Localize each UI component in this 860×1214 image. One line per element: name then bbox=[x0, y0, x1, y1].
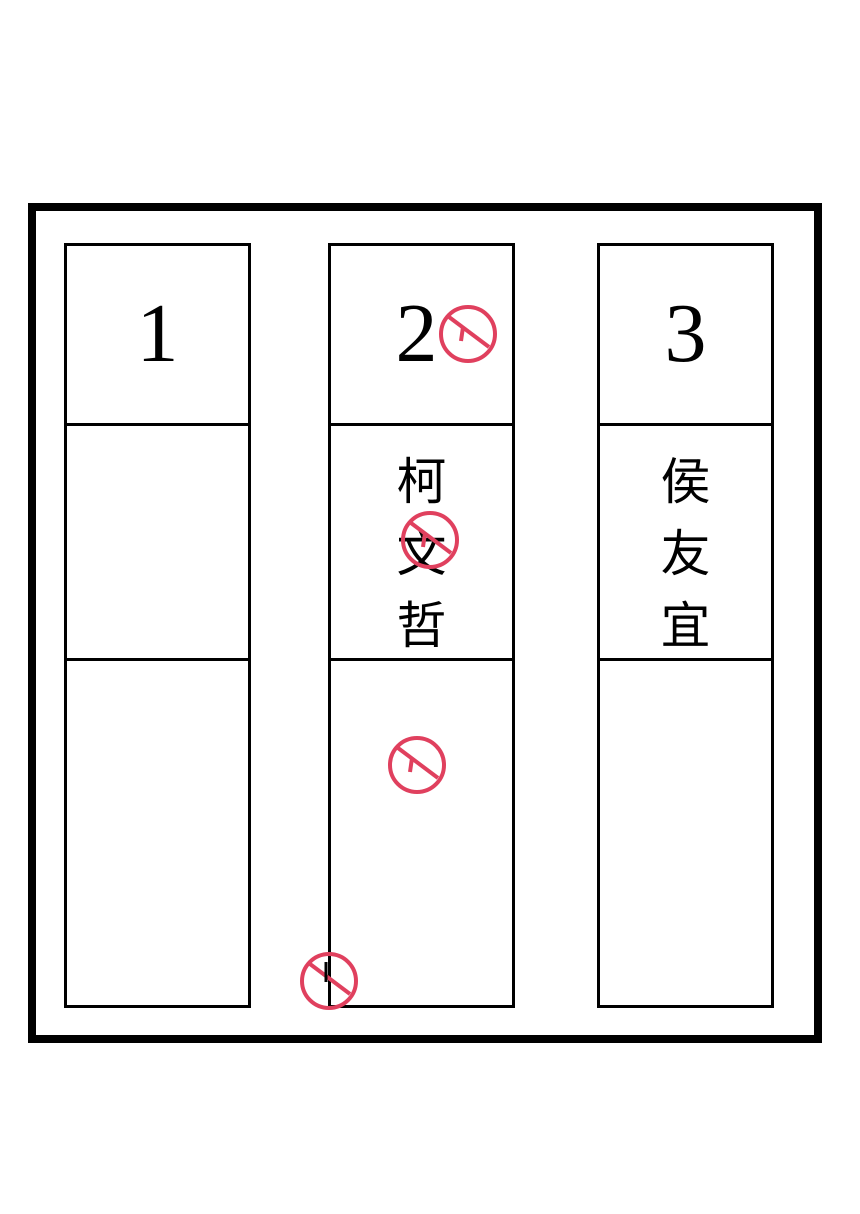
candidate-column-1: 1 bbox=[64, 243, 251, 1008]
candidate-number: 3 bbox=[664, 287, 707, 380]
candidate-name: 侯友宜 bbox=[660, 453, 711, 655]
candidate-column-2: 2 柯文哲 bbox=[328, 243, 515, 1008]
vote-stamp-icon bbox=[401, 511, 459, 569]
vote-stamp-icon bbox=[300, 952, 358, 1010]
candidate-name-cell bbox=[67, 426, 248, 661]
candidate-number-cell: 3 bbox=[600, 246, 771, 426]
vote-box[interactable] bbox=[600, 661, 771, 1005]
vote-stamp-icon bbox=[388, 736, 446, 794]
candidate-number: 2 bbox=[395, 287, 438, 380]
candidate-number-cell: 1 bbox=[67, 246, 248, 426]
candidate-name-cell: 侯友宜 bbox=[600, 426, 771, 661]
ballot-frame bbox=[28, 203, 822, 1043]
vote-box[interactable] bbox=[67, 661, 248, 1005]
vote-stamp-icon bbox=[439, 305, 497, 363]
candidate-column-3: 3 侯友宜 bbox=[597, 243, 774, 1008]
candidate-number: 1 bbox=[136, 287, 179, 380]
candidate-number-cell: 2 bbox=[331, 246, 512, 426]
